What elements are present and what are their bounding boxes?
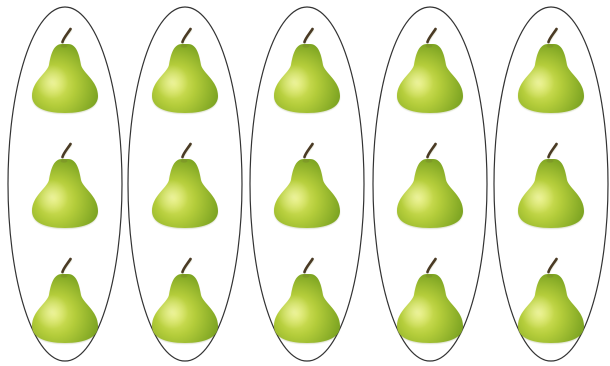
pear-icon — [152, 259, 218, 343]
pear-icon — [518, 29, 584, 113]
pear-icon — [274, 29, 340, 113]
pear-icon — [397, 259, 463, 343]
pear-icon — [152, 144, 218, 228]
pear-icon — [274, 144, 340, 228]
pear-group-3 — [250, 7, 364, 361]
pear-icon — [518, 259, 584, 343]
pear-icon — [32, 144, 98, 228]
pear-group-1 — [8, 7, 122, 361]
pear-icon — [152, 29, 218, 113]
pear-icon — [397, 144, 463, 228]
pear-group-2 — [128, 7, 242, 361]
pear-icon — [32, 259, 98, 343]
pear-group-4 — [373, 7, 487, 361]
groups-layer — [8, 7, 608, 361]
pear-icon — [274, 259, 340, 343]
pear-icon — [397, 29, 463, 113]
pear-group-5 — [494, 7, 608, 361]
pear-icon — [32, 29, 98, 113]
pear-icon — [518, 144, 584, 228]
